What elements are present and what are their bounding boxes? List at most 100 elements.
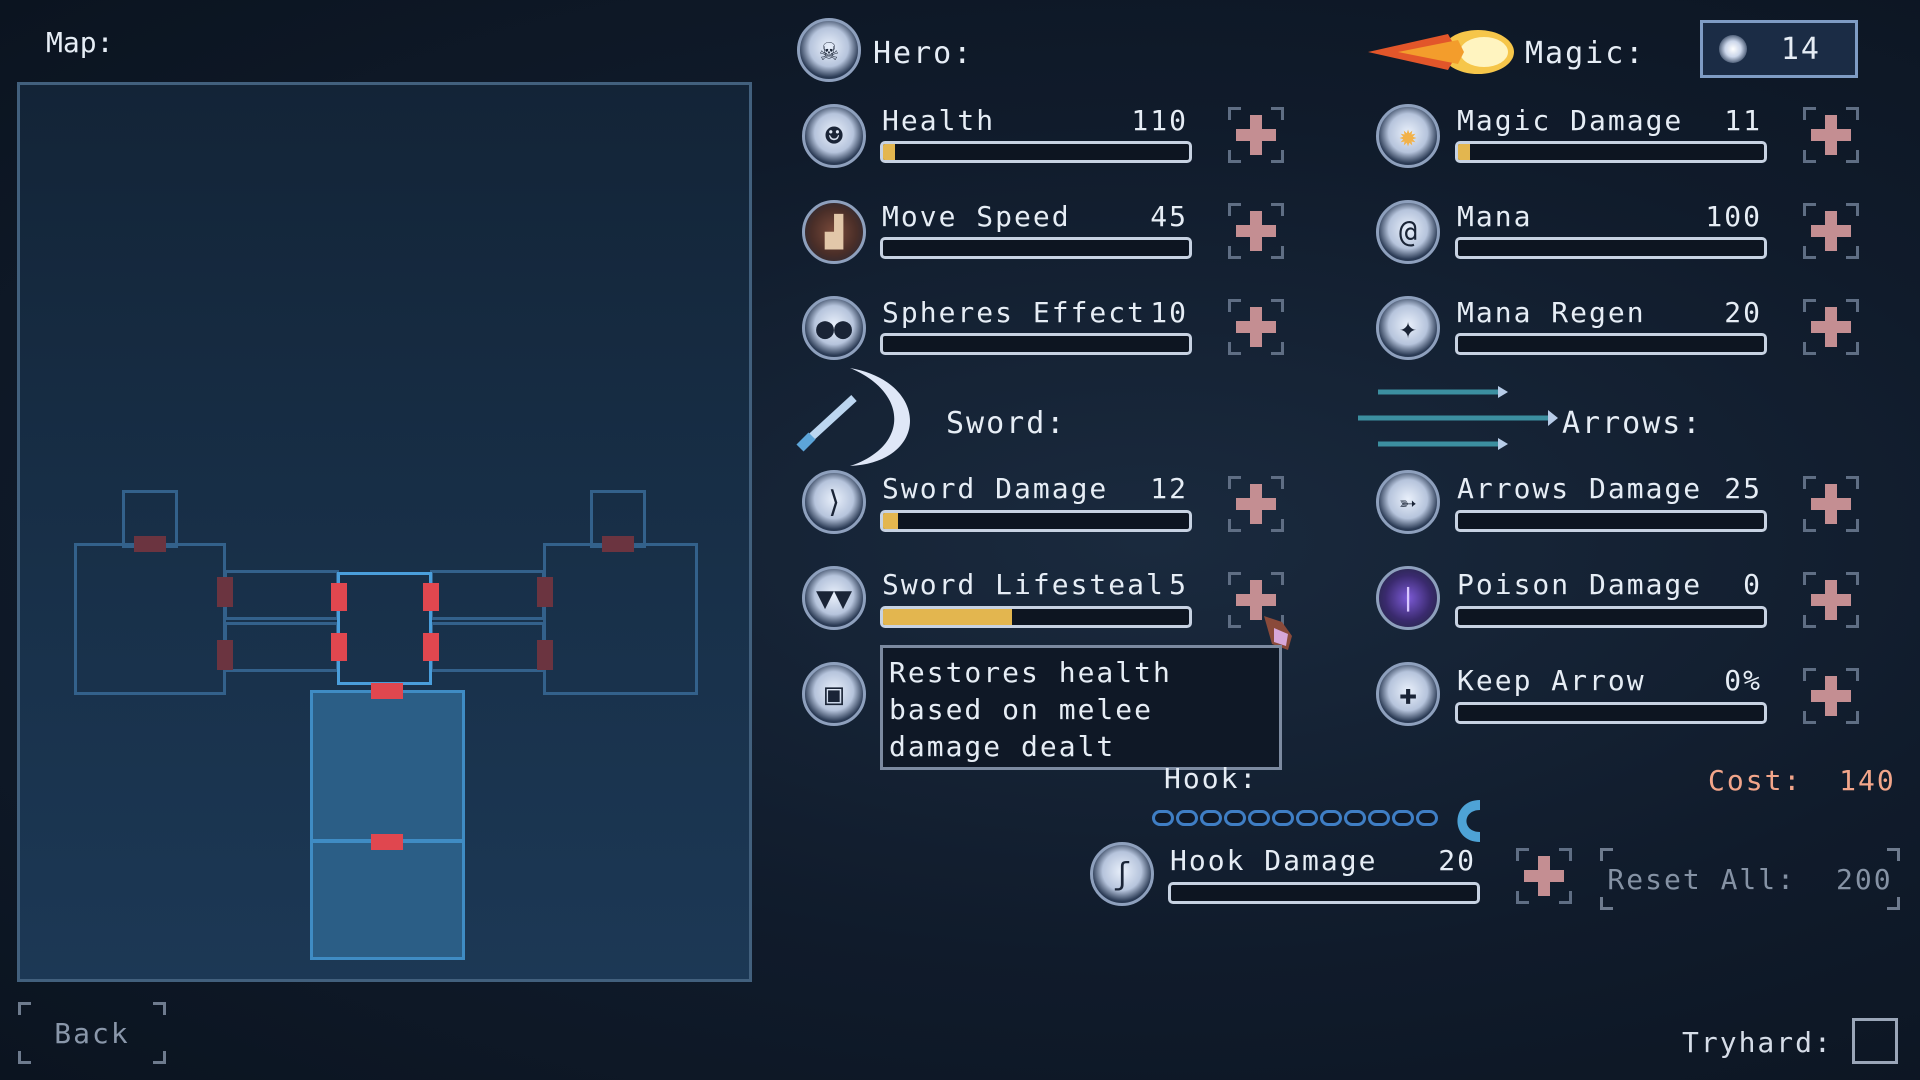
tooltip-line: damage dealt: [889, 730, 1116, 763]
tryhard-label: Tryhard:: [1682, 1026, 1833, 1059]
reset-all-label: Reset All:: [1607, 862, 1796, 896]
map-room: [224, 570, 339, 620]
arrows-damage-upgrade-button[interactable]: [1803, 476, 1859, 532]
map-panel: [17, 82, 752, 982]
sparkle-icon: ✦: [1376, 296, 1440, 360]
slash-icon: ⟩: [802, 470, 866, 534]
stat-bar-fill: [883, 144, 896, 160]
map-door: [602, 536, 634, 552]
stat-bar-poison-damage: [1455, 606, 1767, 628]
stat-bar-fill: [883, 513, 899, 529]
stat-bar-fill: [1458, 144, 1471, 160]
map-door: [331, 583, 347, 611]
map-room: [224, 622, 339, 672]
stat-value-poison-damage: 0: [1743, 568, 1762, 601]
sword-title: Sword:: [946, 406, 1067, 441]
stat-value-move-speed: 45: [1150, 200, 1188, 233]
hook-title: Hook:: [1164, 762, 1259, 795]
stat-bar-arrows-damage: [1455, 510, 1767, 532]
stat-name-mana: Mana: [1457, 200, 1533, 233]
reset-all-cost: 200: [1836, 862, 1893, 896]
stat-bar-move-speed: [880, 237, 1192, 259]
stat-name-sword-lifesteal: Sword Lifesteal: [882, 568, 1165, 601]
magic-points-counter: 14: [1700, 20, 1858, 78]
fireball-icon: [1368, 28, 1518, 76]
magic-damage-upgrade-button[interactable]: [1803, 107, 1859, 163]
fangs-icon: ▼▼: [802, 566, 866, 630]
stat-bar-spheres-effect: [880, 333, 1192, 355]
orb-icon: [1719, 35, 1747, 63]
lifesteal-tooltip: Restores health based on melee damage de…: [880, 645, 1282, 770]
poison-icon: ❘: [1376, 566, 1440, 630]
back-label: Back: [54, 1016, 130, 1050]
stat-value-arrows-damage: 25: [1724, 472, 1762, 505]
map-room: [430, 570, 545, 620]
stat-value-sword-lifesteal: 5: [1169, 568, 1188, 601]
stat-bar-mana-regen: [1455, 333, 1767, 355]
stat-value-mana: 100: [1705, 200, 1762, 233]
stat-name-hook-damage: Hook Damage: [1170, 844, 1378, 877]
boot-icon: ▟: [802, 200, 866, 264]
health-upgrade-button[interactable]: [1228, 107, 1284, 163]
map-room-visited: [310, 840, 465, 960]
map-room: [430, 622, 545, 672]
stat-value-sword-damage: 12: [1150, 472, 1188, 505]
hook-chain-icon: [1152, 796, 1532, 846]
cursor-icon: [1262, 614, 1300, 656]
map-door: [423, 633, 439, 661]
map-door: [217, 577, 233, 607]
hero-skull-icon: ☠: [797, 18, 861, 82]
map-title: Map:: [46, 26, 114, 59]
stat-bar-fill: [883, 609, 1012, 625]
mana-upgrade-button[interactable]: [1803, 203, 1859, 259]
map-room-visited: [310, 690, 465, 842]
sword-slash-icon: [790, 362, 940, 472]
stat-bar-magic-damage: [1455, 141, 1767, 163]
arrows-icon: [1338, 380, 1558, 456]
map-door: [537, 577, 553, 607]
keep-arrow-upgrade-button[interactable]: [1803, 668, 1859, 724]
sword-damage-upgrade-button[interactable]: [1228, 476, 1284, 532]
bow-icon: ➳: [1376, 470, 1440, 534]
map-door: [537, 640, 553, 670]
stat-name-spheres-effect: Spheres Effect: [882, 296, 1147, 329]
cost-display: Cost: 140: [1708, 764, 1896, 797]
stat-name-sword-damage: Sword Damage: [882, 472, 1109, 505]
map-room: [74, 543, 226, 695]
hook-icon: ʃ: [1090, 842, 1154, 906]
stat-bar-health: [880, 141, 1192, 163]
stat-name-poison-damage: Poison Damage: [1457, 568, 1703, 601]
move-speed-upgrade-button[interactable]: [1228, 203, 1284, 259]
hook-damage-upgrade-button[interactable]: [1516, 848, 1572, 904]
spheres-effect-upgrade-button[interactable]: [1228, 299, 1284, 355]
stat-value-spheres-effect: 10: [1150, 296, 1188, 329]
map-door: [331, 633, 347, 661]
map-room-current: [337, 572, 432, 685]
stat-name-health: Health: [882, 104, 996, 137]
arrows-title: Arrows:: [1562, 406, 1703, 441]
mana-regen-upgrade-button[interactable]: [1803, 299, 1859, 355]
stat-name-magic-damage: Magic Damage: [1457, 104, 1684, 137]
map-door: [423, 583, 439, 611]
stat-bar-sword-damage: [880, 510, 1192, 532]
tryhard-checkbox[interactable]: [1852, 1018, 1898, 1064]
stat-value-mana-regen: 20: [1724, 296, 1762, 329]
stat-name-keep-arrow: Keep Arrow: [1457, 664, 1646, 697]
poison-damage-upgrade-button[interactable]: [1803, 572, 1859, 628]
back-button[interactable]: Back: [18, 1002, 166, 1064]
swirl-icon: @: [1376, 200, 1440, 264]
map-door: [371, 683, 403, 699]
hero-title: Hero:: [873, 36, 974, 71]
stat-bar-mana: [1455, 237, 1767, 259]
stat-name-mana-regen: Mana Regen: [1457, 296, 1646, 329]
magic-points-value: 14: [1780, 31, 1821, 67]
stat-bar-sword-lifesteal: [880, 606, 1192, 628]
stat-value-magic-damage: 11: [1724, 104, 1762, 137]
fireball-icon: ✹: [1376, 104, 1440, 168]
stat-value-health: 110: [1131, 104, 1188, 137]
stat-value-hook-damage: 20: [1438, 844, 1476, 877]
cost-label: Cost:: [1708, 764, 1803, 797]
map-door: [371, 834, 403, 850]
reset-all-button[interactable]: Reset All: 200: [1600, 848, 1900, 910]
map-room: [543, 543, 698, 695]
